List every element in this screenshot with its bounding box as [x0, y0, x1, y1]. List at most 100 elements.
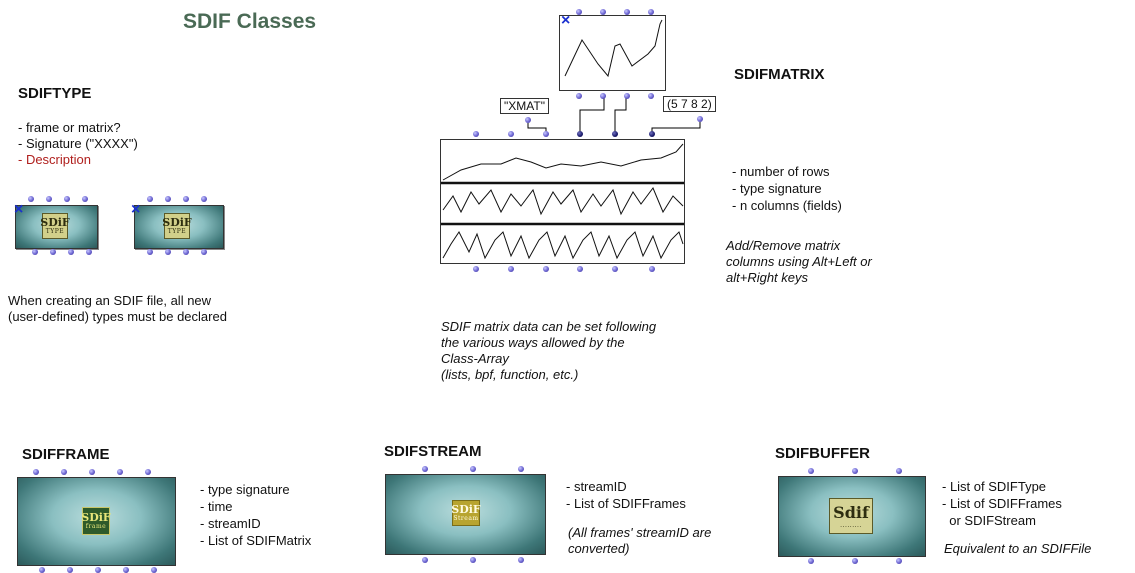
inlet-dot[interactable] [145, 469, 151, 475]
outlet-dot[interactable] [473, 266, 479, 272]
outlet-dot[interactable] [183, 249, 189, 255]
outlet-dot[interactable] [612, 266, 618, 272]
sdiftype-heading: SDIFTYPE [18, 85, 92, 102]
close-x-icon[interactable]: × [14, 201, 24, 218]
sdifmatrix-note: Class-Array [441, 351, 509, 366]
sdifbuffer-bullet: - List of SDIFType [942, 479, 1047, 494]
inlet-dot[interactable] [648, 9, 654, 15]
inlet-dot[interactable] [808, 468, 814, 474]
inlet-dot[interactable] [518, 466, 524, 472]
outlet-dot[interactable] [896, 558, 902, 564]
sdifframe-bullet: - type signature [200, 482, 290, 497]
inlet-dot[interactable] [473, 131, 479, 137]
outlet-dot[interactable] [576, 93, 582, 99]
inlet-dot[interactable] [165, 196, 171, 202]
outlet-dot[interactable] [470, 557, 476, 563]
outlet-dot[interactable] [147, 249, 153, 255]
inlet-dot[interactable] [183, 196, 189, 202]
outlet-dot[interactable] [808, 558, 814, 564]
sdifstream-bullet: - List of SDIFFrames [566, 496, 686, 511]
inlet-dot[interactable] [64, 196, 70, 202]
outlet-dot[interactable] [518, 557, 524, 563]
sdiftype-bullet: - Signature ("XXXX") [18, 136, 138, 151]
sdiftype-note: When creating an SDIF file, all new [8, 293, 212, 308]
inlet-dot-connected[interactable] [577, 131, 583, 137]
signature-input-box[interactable]: "XMAT" [500, 98, 549, 114]
inlet-dot[interactable] [624, 9, 630, 15]
inlet-dot[interactable] [896, 468, 902, 474]
sdifstream-note: (All frames' streamID are [568, 525, 712, 540]
outlet-dot[interactable] [648, 93, 654, 99]
sdifmatrix-note: the various ways allowed by the [441, 335, 625, 350]
inlet-dot[interactable] [46, 196, 52, 202]
outlet-dot[interactable] [525, 117, 531, 123]
outlet-dot[interactable] [123, 567, 129, 573]
inlet-dot[interactable] [576, 9, 582, 15]
inlet-dot[interactable] [61, 469, 67, 475]
outlet-dot[interactable] [624, 93, 630, 99]
sdifbuffer-note: Equivalent to an SDIFFile [944, 541, 1092, 556]
inlet-dot-connected[interactable] [612, 131, 618, 137]
outlet-dot[interactable] [67, 567, 73, 573]
close-x-icon[interactable]: × [561, 12, 571, 29]
outlet-dot[interactable] [543, 266, 549, 272]
list-input-box[interactable]: (5 7 8 2) [663, 96, 716, 112]
sdifmatrix-note: (lists, bpf, function, etc.) [441, 367, 579, 382]
sdiftype-bullet: - frame or matrix? [18, 120, 121, 135]
sdifframe-bullet: - List of SDIFMatrix [200, 533, 312, 548]
sdifbuffer-bullet: or SDIFStream [942, 513, 1036, 528]
outlet-dot[interactable] [649, 266, 655, 272]
matrix-display[interactable] [440, 139, 685, 264]
outlet-dot[interactable] [32, 249, 38, 255]
outlet-dot[interactable] [50, 249, 56, 255]
inlet-dot[interactable] [33, 469, 39, 475]
sdifframe-heading: SDIFFRAME [22, 446, 110, 463]
inlet-dot[interactable] [422, 466, 428, 472]
outlet-dot[interactable] [86, 249, 92, 255]
outlet-dot[interactable] [39, 567, 45, 573]
inlet-dot[interactable] [147, 196, 153, 202]
outlet-dot[interactable] [600, 93, 606, 99]
outlet-dot[interactable] [165, 249, 171, 255]
inlet-dot[interactable] [470, 466, 476, 472]
inlet-dot[interactable] [852, 468, 858, 474]
sdifmatrix-bullet: - n columns (fields) [732, 198, 842, 213]
sdifmatrix-note: SDIF matrix data can be set following [441, 319, 657, 334]
inlet-dot-connected[interactable] [649, 131, 655, 137]
sdifbuffer-bullet: - List of SDIFFrames [942, 496, 1062, 511]
sdifmatrix-bullet: - type signature [732, 181, 822, 196]
outlet-dot[interactable] [697, 116, 703, 122]
outlet-dot[interactable] [151, 567, 157, 573]
inlet-dot[interactable] [600, 9, 606, 15]
sdifmatrix-hint: columns using Alt+Left or [726, 254, 872, 269]
sdifstream-heading: SDIFSTREAM [384, 443, 482, 460]
sdifframe-bullet: - time [200, 499, 233, 514]
inlet-dot[interactable] [543, 131, 549, 137]
inlet-dot[interactable] [201, 196, 207, 202]
inlet-dot[interactable] [89, 469, 95, 475]
inlet-dot[interactable] [117, 469, 123, 475]
outlet-dot[interactable] [577, 266, 583, 272]
outlet-dot[interactable] [68, 249, 74, 255]
outlet-dot[interactable] [852, 558, 858, 564]
inlet-dot[interactable] [28, 196, 34, 202]
sdiftype-bullet-description: - Description [18, 152, 91, 167]
inlet-dot[interactable] [508, 131, 514, 137]
sdifmatrix-hint: Add/Remove matrix [726, 238, 841, 253]
close-x-icon[interactable]: × [131, 201, 141, 218]
sdiftype-note: (user-defined) types must be declared [8, 309, 227, 324]
sdifstream-bullet: - streamID [566, 479, 627, 494]
outlet-dot[interactable] [95, 567, 101, 573]
bpf-plot-icon[interactable] [559, 15, 666, 91]
outlet-dot[interactable] [508, 266, 514, 272]
sdifbuffer-heading: SDIFBUFFER [775, 445, 870, 462]
outlet-dot[interactable] [422, 557, 428, 563]
sdif-buffer-icon: Sdif ......... [829, 498, 873, 534]
outlet-dot[interactable] [201, 249, 207, 255]
inlet-dot[interactable] [82, 196, 88, 202]
sdifstream-note: converted) [568, 541, 630, 556]
sdifframe-bullet: - streamID [200, 516, 261, 531]
